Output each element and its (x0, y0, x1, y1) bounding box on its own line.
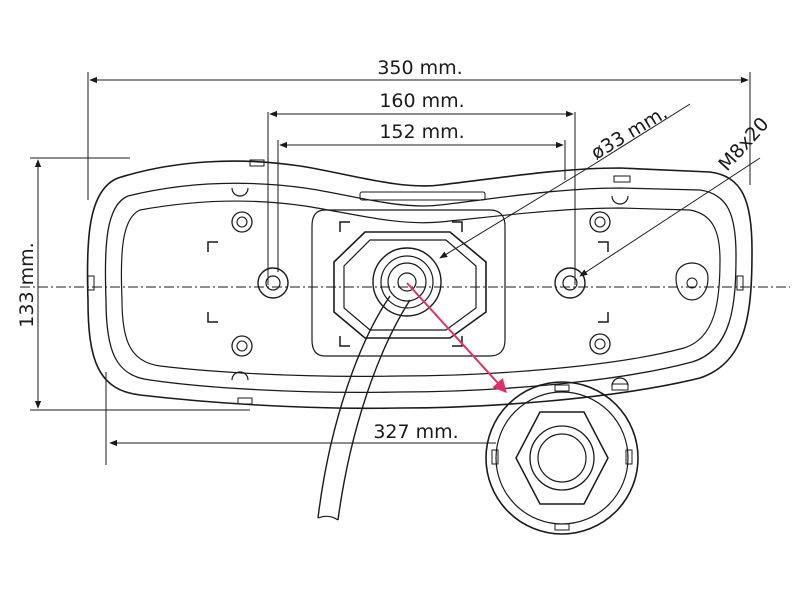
detail-view-gland (485, 381, 639, 535)
screw-bottom-right (589, 333, 611, 355)
dim-base-width: 327 mm. (105, 372, 496, 465)
dim-overall-width-label: 350 mm. (377, 57, 462, 79)
dim-height: 133 mm. (16, 157, 250, 411)
screw-top-left (231, 211, 253, 233)
lamp-housing (20, 159, 790, 410)
dim-inner-spacing-label: 152 mm. (379, 121, 464, 143)
detail-arrow (406, 282, 507, 394)
mount-hole-right (554, 267, 586, 299)
dim-hole-spacing-label: 160 mm. (379, 90, 464, 112)
cable (317, 295, 411, 521)
dim-bolt-size-label: M8x20 (714, 113, 773, 175)
inner-frame (207, 209, 609, 357)
dim-height-label: 133 mm. (16, 242, 38, 327)
dim-overall-width: 350 mm. (87, 57, 751, 200)
screw-top-right (589, 211, 611, 233)
dim-hole-spacing: 160 mm. (267, 90, 576, 285)
dim-base-width-label: 327 mm. (373, 421, 458, 443)
screw-bottom-left (231, 335, 253, 357)
mount-hole-left (257, 267, 289, 299)
dim-cable-diameter-label: ø33 mm. (587, 102, 671, 165)
dim-inner-spacing: 152 mm. (277, 121, 566, 272)
